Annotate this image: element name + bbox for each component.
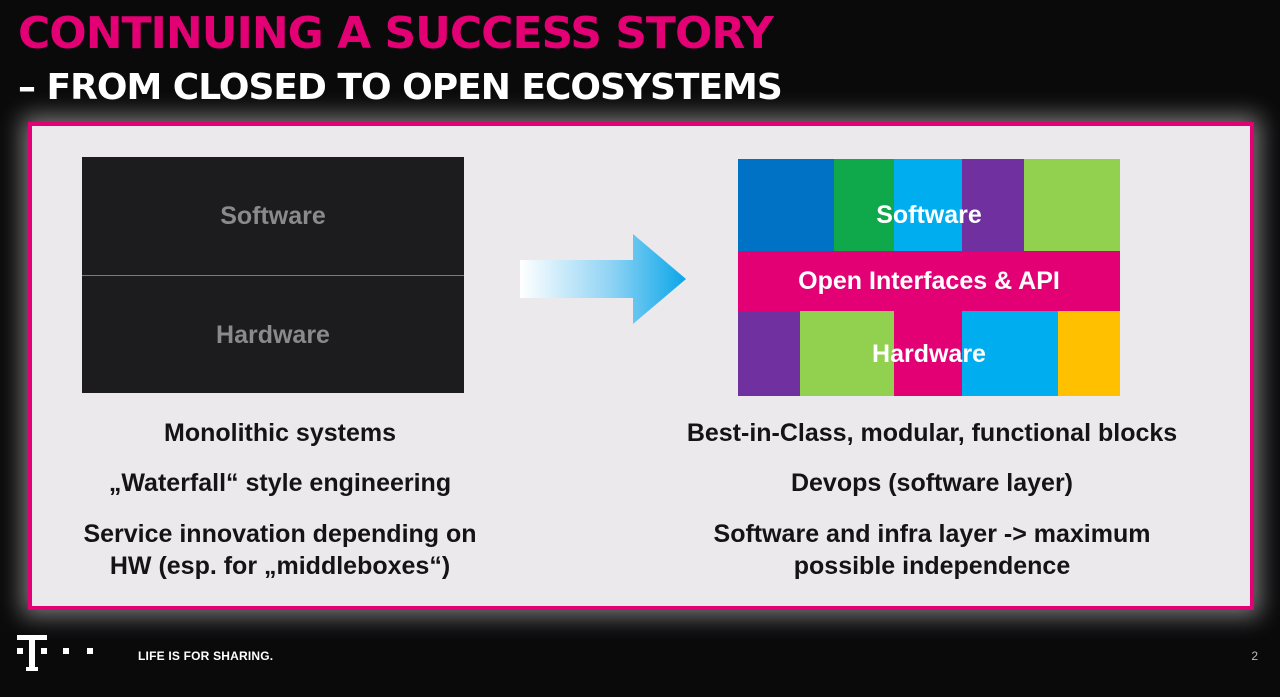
monolithic-diagram: Software Hardware xyxy=(82,157,464,393)
left-caption-1: Monolithic systems xyxy=(164,419,396,447)
modular-hardware-label: Hardware xyxy=(872,340,986,368)
right-caption-3: Software and infra layer -> maximum poss… xyxy=(713,520,1151,580)
software-block-purple xyxy=(962,159,1024,251)
monolithic-hardware-label: Hardware xyxy=(82,275,464,394)
software-block-cyan xyxy=(894,159,962,251)
software-block-blue xyxy=(738,159,834,251)
hardware-block-purple xyxy=(738,311,800,396)
title: CONTINUING A SUCCESS STORY xyxy=(18,8,774,59)
content-panel: Software Hardware Software Open Interfac… xyxy=(28,122,1254,610)
hardware-block-yellow xyxy=(1058,311,1120,396)
hardware-block-lime xyxy=(800,311,894,396)
page-number: 2 xyxy=(1251,649,1258,663)
software-block-green xyxy=(834,159,894,251)
right-caption-1: Best-in-Class, modular, functional block… xyxy=(686,419,1178,447)
left-caption-3: Service innovation depending on HW (esp.… xyxy=(83,520,477,580)
interfaces-label: Open Interfaces & API xyxy=(798,267,1060,295)
modular-diagram: Software Open Interfaces & API Hardware xyxy=(738,159,1120,396)
software-block-lime xyxy=(1024,159,1120,251)
footer-slogan: LIFE IS FOR SHARING. xyxy=(138,649,274,663)
interfaces-band xyxy=(738,251,1120,311)
hardware-block-cyan xyxy=(962,311,1058,396)
transition-arrow-icon xyxy=(520,234,686,324)
modular-software-label: Software xyxy=(876,201,982,229)
hardware-block-magenta xyxy=(894,311,962,396)
right-caption-2: Devops (software layer) xyxy=(790,469,1074,497)
telekom-logo-icon xyxy=(17,635,93,671)
monolithic-software-label: Software xyxy=(220,201,326,230)
subtitle: – FROM CLOSED TO OPEN ECOSYSTEMS xyxy=(18,67,783,108)
left-caption-2: „Waterfall“ style engineering xyxy=(108,469,452,497)
